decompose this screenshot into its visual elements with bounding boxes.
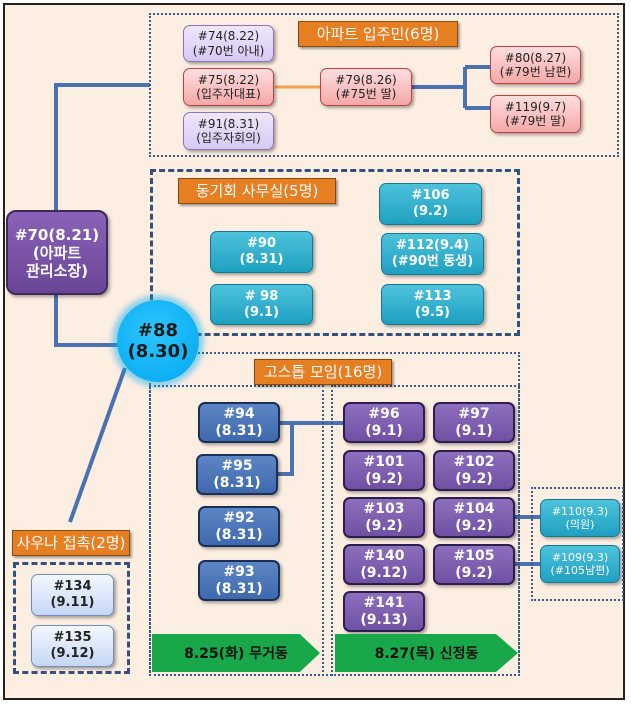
node-113: #113(9.5) xyxy=(381,284,484,325)
node-90: #90(8.31) xyxy=(210,231,313,273)
node-134: #134(9.11) xyxy=(31,574,114,616)
node-104: #104(9.2) xyxy=(433,497,515,538)
node-103: #103(9.2) xyxy=(343,497,425,538)
node-92: #92(8.31) xyxy=(198,506,280,547)
connector-70-88 xyxy=(54,290,118,347)
node-91: #91(8.31)(입주자회의) xyxy=(183,112,274,150)
location-arrow-left: 8.25(화) 무거동 xyxy=(152,634,320,672)
group-sauna-title: 사우나 접촉(2명) xyxy=(12,530,130,556)
group-dongki-title: 동기회 사무실(5명) xyxy=(178,178,336,204)
node-119: #119(9.7)(#79번 딸) xyxy=(490,95,581,133)
node-105: #105(9.2) xyxy=(433,544,515,585)
group-gostop-extra xyxy=(531,487,624,601)
node-95: #95(8.31) xyxy=(196,454,278,495)
node-96: #96(9.1) xyxy=(343,402,425,443)
node-80: #80(8.27)(#79번 남편) xyxy=(490,46,581,84)
location-arrow-right: 8.27(목) 신정동 xyxy=(335,634,518,672)
connector-88-sauna xyxy=(68,367,127,523)
node-94: #94(8.31) xyxy=(198,402,280,443)
node-93: #93(8.31) xyxy=(198,560,280,601)
group-apartment-title: 아파트 입주민(6명) xyxy=(298,21,458,47)
node-98: # 98(9.1) xyxy=(210,284,313,325)
node-101: #101(9.2) xyxy=(343,450,425,491)
group-apartment xyxy=(149,13,619,157)
group-sauna xyxy=(13,562,130,674)
group-gostop-right xyxy=(331,385,520,676)
node-106: #106(9.2) xyxy=(379,183,482,225)
node-109: #109(9.3)(#105남편) xyxy=(540,545,620,583)
node-110: #110(9.3)(의원) xyxy=(540,499,620,537)
connector-79-family xyxy=(412,65,490,110)
node-112: #112(9.4)(#90번 동생) xyxy=(381,233,484,275)
group-dongki xyxy=(150,169,520,336)
node-141: #141(9.13) xyxy=(343,591,425,632)
node-75: #75(8.22)(입주자대표) xyxy=(183,68,274,106)
node-88-hub: #88(8.30) xyxy=(117,300,199,382)
node-97: #97(9.1) xyxy=(433,402,515,443)
group-gostop-title: 고스톱 모임(16명) xyxy=(254,359,392,385)
node-135: #135(9.12) xyxy=(31,625,114,667)
node-102: #102(9.2) xyxy=(433,450,515,491)
connector-70-apartment xyxy=(54,83,150,210)
node-74: #74(8.22)(#70번 아내) xyxy=(183,25,274,62)
group-gostop-left xyxy=(149,385,324,676)
node-79: #79(8.26)(#75번 딸) xyxy=(320,68,412,106)
node-140: #140(9.12) xyxy=(343,544,425,585)
